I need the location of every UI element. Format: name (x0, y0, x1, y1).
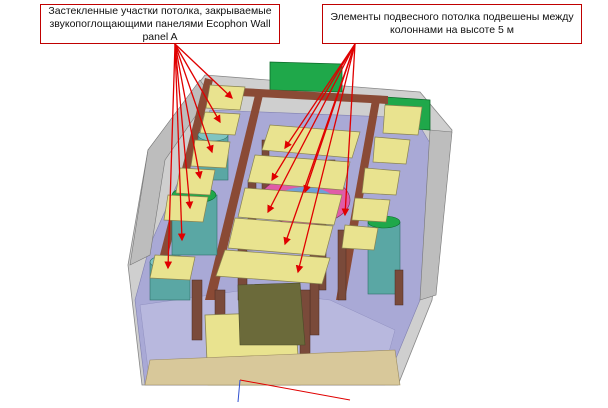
callout-right-line-1: Элементы подвесного потолка подвешены ме… (330, 11, 574, 23)
callout-glazed-ceiling: Застекленные участки потолка, закрываемы… (40, 4, 280, 44)
callout-left-line-1: Застекленные участки потолка, закрываемы… (48, 4, 272, 17)
callout-right-line-2: колоннами на высоте 5 м (390, 24, 514, 36)
axis-line-blue (237, 379, 241, 403)
beam-left-diagonal (205, 95, 263, 300)
callout-left-line-2: звукопоглощающими панелями Ecophon Wall … (49, 17, 271, 43)
front-bottom-strip (144, 349, 401, 386)
arrows-left-callout (164, 43, 233, 270)
callout-suspended-ceiling: Элементы подвесного потолка подвешены ме… (322, 4, 582, 44)
front-dark-opening (237, 282, 306, 346)
right-wall (419, 129, 453, 301)
beam-top (240, 88, 388, 104)
green-volume-top (269, 61, 343, 93)
glazed-ceiling-panels (149, 84, 246, 281)
arrows-right-callout (267, 43, 356, 274)
axis-line-red (239, 379, 351, 401)
